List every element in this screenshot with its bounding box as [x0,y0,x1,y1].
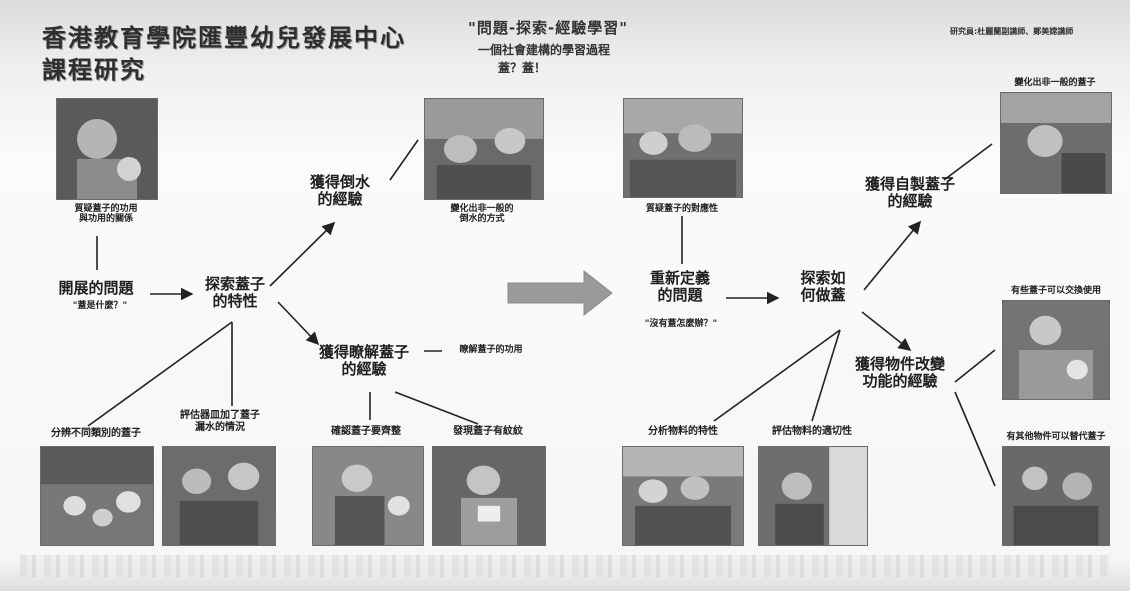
subtitle-line3: 蓋？蓋！ [498,61,547,75]
caption-photo2: 變化出非一般的 倒水的方式 [450,204,514,225]
photo-lid-pattern [432,446,546,546]
link-understand-b4 [394,391,479,425]
photo-material-suitability [758,446,868,546]
researcher-credit: 研究員:杜麗蘭副講師、鄭美嫦講師 [950,27,1074,36]
node-redefine-question: 重新定義 的問題 [649,269,710,305]
caption-lid-substitute: 有其他物件可以替代蓋子 [1006,432,1106,442]
link-explore-b1 [87,321,233,427]
photo-lid-alignment [312,446,424,546]
branch-leak-evaluate: 評估器皿加了蓋子 漏水的情況 [180,410,260,433]
branch-find-pattern: 發現蓋子有紋紋 [453,426,523,437]
arrow-explore2-change [861,311,912,351]
link-explore2-r1 [713,329,841,422]
main-title-line1: 香港教育學院匯豐幼兒發展中心 [42,23,406,52]
photo-sorting-lids [40,446,154,546]
node-pour-experience: 獲得倒水 的經驗 [309,173,370,209]
caption-photo4: 變化出非一般的蓋子 [1014,78,1096,88]
node-redefine-sub: "沒有蓋怎麼辦？" [644,319,718,329]
node-understand-lid: 獲得瞭解蓋子 的經驗 [318,343,409,379]
photo-unusual-lid [1000,92,1112,194]
subtitle-line2: 一個社會建構的學習過程 [478,43,611,57]
node-selfmade-lid: 獲得自製蓋子 的經驗 [864,175,955,211]
caption-lid-exchange: 有些蓋子可以交換使用 [1010,286,1101,296]
photo-material-analysis [622,446,744,546]
photo-pouring-water [424,98,544,200]
photo-lid-matching [623,98,743,198]
branch-analyze-material: 分析物料的特性 [648,426,718,437]
link-change-r4 [954,391,996,487]
arrow-explore-understand [277,301,320,346]
arrow-explore-pour [269,221,336,287]
note-understand-function: 瞭解蓋子的功用 [459,345,523,355]
branch-sort-lids: 分辨不同類別的蓋子 [51,428,141,439]
big-transition-arrow [507,269,613,317]
photo-child-with-lid [56,98,158,200]
caption-photo3: 質疑蓋子的對應性 [645,204,718,214]
link-pour-photo2 [389,139,419,181]
node-start-question-sub: "蓋是什麼？" [72,301,128,311]
scan-noise-strip [20,555,1110,577]
arrow-explore2-selfmade [863,220,922,291]
photo-leak-test [162,446,276,546]
link-explore2-r2 [811,329,841,422]
branch-evaluate-material: 評估物料的適切性 [772,426,852,437]
link-selfmade-photo4 [943,143,993,181]
link-change-r3 [954,349,996,383]
branch-confirm-alignment: 確認蓋子要齊整 [331,426,401,437]
main-title-line2: 課程研究 [42,55,146,84]
node-start-question: 開展的問題 [58,279,134,297]
node-change-function: 獲得物件改變 功能的經驗 [854,355,945,391]
node-explore-properties: 探索蓋子 的特性 [204,275,265,311]
photo-lid-exchange [1002,300,1110,400]
node-explore-make-lid: 探索如 何做蓋 [800,269,846,305]
subtitle-line1: "問題-探索-經驗學習" [468,19,629,37]
caption-photo1: 質疑蓋子的功用 與功用的關係 [74,204,138,225]
photo-lid-substitute [1002,446,1110,546]
